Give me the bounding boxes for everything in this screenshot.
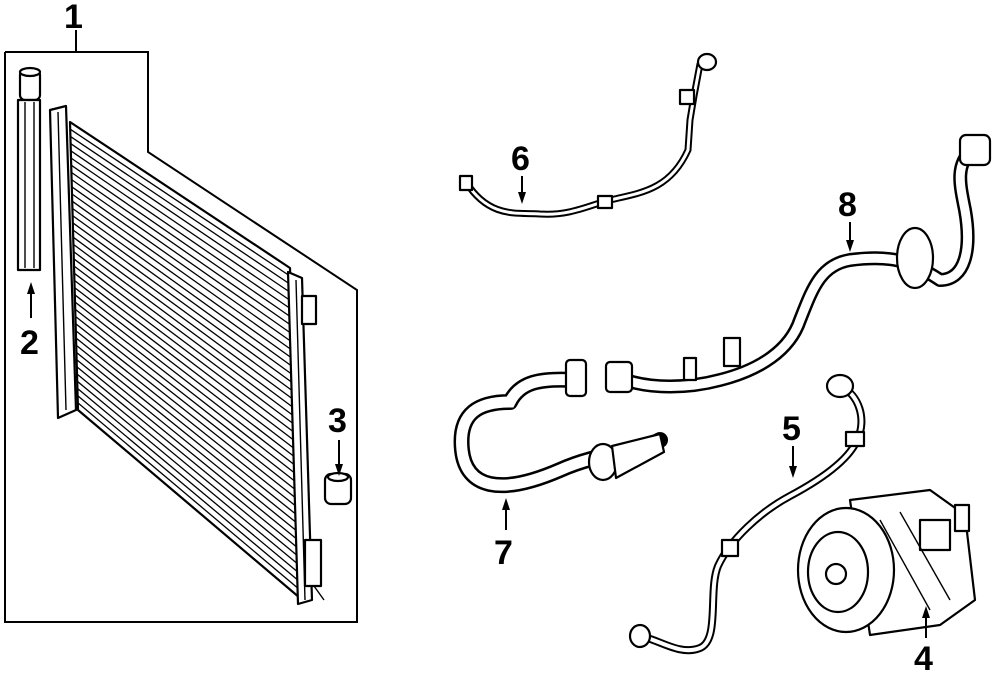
condenser-illustration xyxy=(48,104,325,606)
condenser-fin xyxy=(77,395,300,582)
condenser-fin xyxy=(74,315,298,492)
hose-6-illustration xyxy=(458,52,718,218)
condenser-fin xyxy=(70,143,292,294)
callout-6: 6 xyxy=(511,140,530,178)
fitting-illustration xyxy=(323,471,353,506)
condenser-fin xyxy=(75,337,298,517)
condenser-fin xyxy=(71,200,294,360)
condenser-fin xyxy=(76,373,300,558)
condenser-fin xyxy=(72,222,294,385)
hose-8-illustration xyxy=(604,133,992,394)
condenser-fin xyxy=(73,272,296,442)
condenser-fin xyxy=(74,287,297,459)
condenser-fin xyxy=(75,323,298,500)
callout-5: 5 xyxy=(782,410,801,448)
condenser-fins xyxy=(69,128,301,591)
callout-2: 2 xyxy=(20,324,39,362)
condenser-fin xyxy=(73,251,295,418)
condenser-fin xyxy=(70,135,291,286)
callout-7: 7 xyxy=(494,534,513,572)
condenser-fin xyxy=(71,171,293,327)
hose-7-illustration xyxy=(453,358,668,494)
condenser-fin xyxy=(74,301,297,475)
condenser-fin xyxy=(71,193,293,352)
condenser-fin xyxy=(72,215,294,376)
condenser-fin xyxy=(73,265,296,434)
condenser-group-outline xyxy=(4,30,358,623)
condenser-fin xyxy=(74,279,296,451)
condenser-fin xyxy=(70,164,292,319)
condenser-fin xyxy=(74,308,297,484)
condenser-fin xyxy=(73,243,295,409)
condenser-fin xyxy=(75,330,298,508)
condenser-fin xyxy=(71,186,293,343)
condenser-fin xyxy=(70,157,292,310)
condenser-fin xyxy=(72,229,295,393)
condenser-fin xyxy=(73,258,296,426)
callout-8: 8 xyxy=(838,186,857,224)
condenser-fin xyxy=(71,179,293,335)
condenser-fin xyxy=(72,207,294,368)
condenser-fin xyxy=(70,150,292,302)
compressor-illustration xyxy=(796,488,977,637)
condenser-fin xyxy=(77,402,301,591)
condenser-fin xyxy=(76,387,300,574)
receiver-drier-illustration xyxy=(16,66,42,272)
callout-1: 1 xyxy=(64,0,83,36)
callout-3: 3 xyxy=(328,402,347,440)
condenser-fin xyxy=(72,236,295,401)
condenser-fin xyxy=(74,294,297,467)
condenser-fin xyxy=(75,351,299,533)
condenser-fin xyxy=(76,380,300,566)
leader-lines xyxy=(27,176,930,638)
condenser-fin xyxy=(76,359,299,541)
callout-4: 4 xyxy=(914,640,933,673)
condenser-fin xyxy=(75,344,299,525)
condenser-fin xyxy=(76,366,299,550)
hose-5-illustration xyxy=(628,373,866,655)
condenser-fin xyxy=(69,128,291,277)
